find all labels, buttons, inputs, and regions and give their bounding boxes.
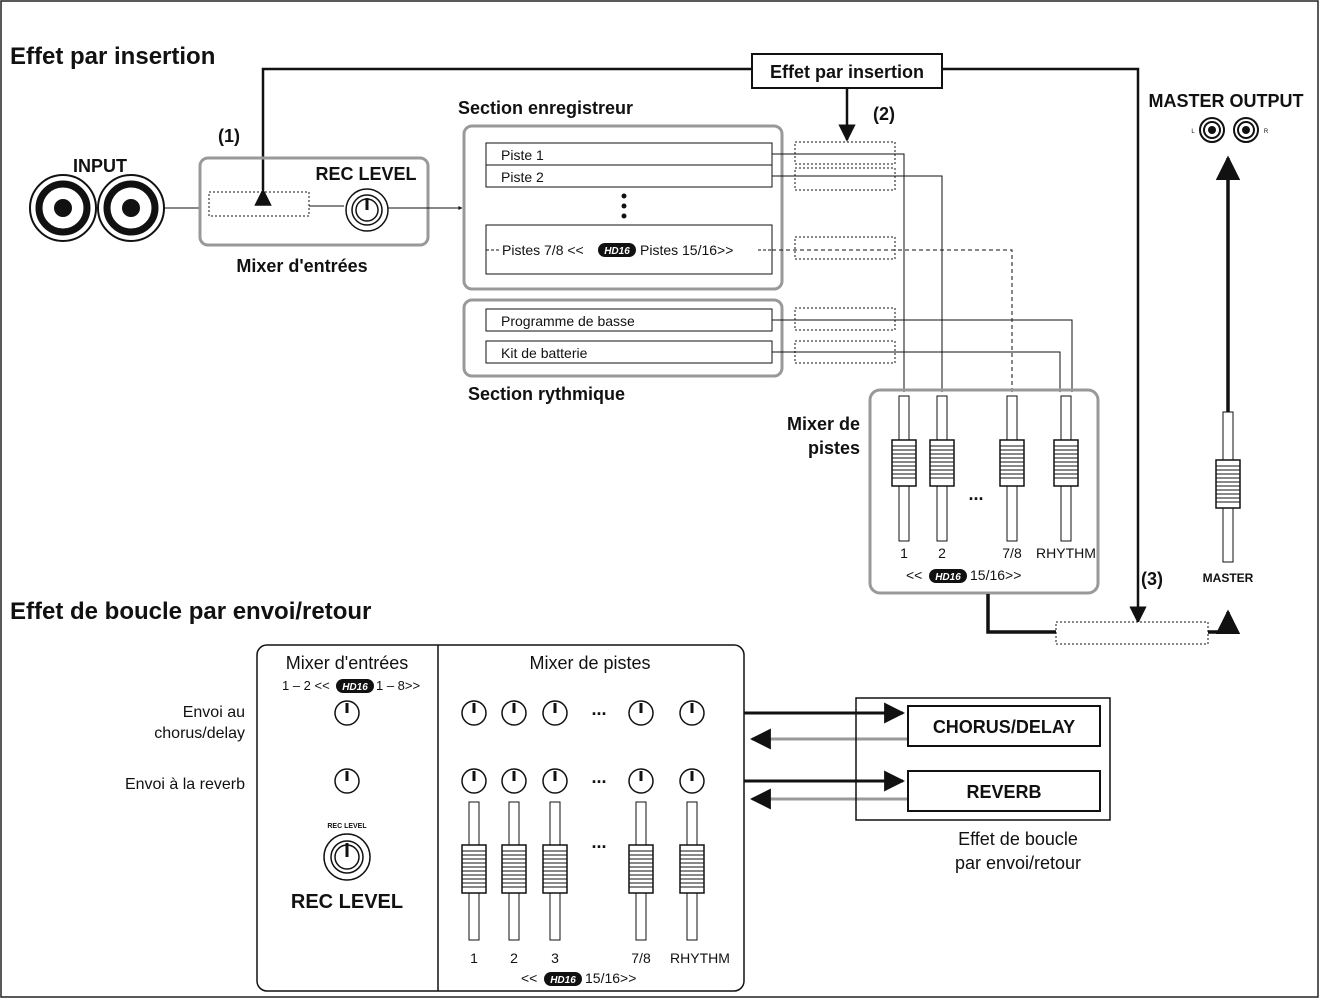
- master-insert-slot: [1055, 621, 1209, 645]
- hd16-badge-text: HD16: [604, 246, 630, 257]
- hd16-badge-text: HD16: [342, 682, 368, 693]
- rec-level-knob: [345, 188, 389, 232]
- fader-7-8-label: 7/8: [1002, 545, 1022, 561]
- fader-note-suffix: 15/16>>: [970, 567, 1021, 583]
- chorus-delay-label: CHORUS/DELAY: [933, 717, 1075, 737]
- track-mixer-box: [868, 388, 1100, 595]
- send-fader-ellipsis: ...: [591, 832, 606, 852]
- send-fader-2-label: 2: [510, 950, 518, 966]
- send-rec-level-knob[interactable]: [323, 833, 371, 881]
- output-jack-r: [1233, 117, 1259, 143]
- master-output-label: MASTER OUTPUT: [1149, 91, 1304, 111]
- send-fader-rhythm[interactable]: [679, 801, 705, 941]
- fader-2[interactable]: [929, 395, 955, 542]
- fader-1[interactable]: [891, 395, 917, 542]
- recorder-section-label: Section enregistreur: [458, 98, 633, 118]
- send-effects-box: [855, 697, 1111, 821]
- track-2-label: Piste 2: [501, 169, 544, 185]
- input-channels-prefix: 1 – 2 <<: [282, 678, 330, 693]
- send-rec-level-label: REC LEVEL: [291, 891, 403, 913]
- track-range-prefix: Pistes 7/8 <<: [502, 242, 584, 258]
- fader-note-prefix: <<: [906, 567, 922, 583]
- hd16-badge-text: HD16: [550, 975, 576, 986]
- hd16-badge: [598, 243, 636, 257]
- jack-r-label: R: [1264, 129, 1269, 135]
- input-mixer-label: Mixer d'entrées: [236, 256, 367, 276]
- input-channels-suffix: 1 – 8>>: [376, 678, 420, 693]
- input-jack-2: [97, 174, 165, 242]
- send-section-title: Effet de boucle par envoi/retour: [10, 598, 371, 625]
- reverb-send-knobs[interactable]: [461, 768, 705, 794]
- reverb-box: [907, 770, 1101, 812]
- track-routing-lines: [772, 153, 1074, 393]
- reverb-label: REVERB: [966, 782, 1041, 802]
- send-fader-rhythm-label: RHYTHM: [670, 950, 730, 966]
- fader-7-8[interactable]: [999, 395, 1025, 542]
- send-fader-note-prefix: <<: [521, 970, 537, 986]
- marker-2: (2): [873, 104, 895, 124]
- hd16-badge-text: HD16: [935, 572, 961, 583]
- input-mixer-box: [198, 156, 430, 247]
- reverb-knobs-ellipsis: ...: [591, 767, 606, 787]
- track-range-suffix: Pistes 15/16>>: [640, 242, 733, 258]
- fader-1-label: 1: [900, 545, 908, 561]
- recorder-section-box: [462, 124, 784, 291]
- insert-slots: [794, 141, 896, 364]
- jack-l-label: L: [1191, 129, 1195, 135]
- marker-3: (3): [1141, 569, 1163, 589]
- input-jack-1: [29, 174, 97, 242]
- output-jack-l: [1199, 117, 1225, 143]
- send-fader-note-suffix: 15/16>>: [585, 970, 636, 986]
- send-input-mixer-header: Mixer d'entrées: [286, 653, 408, 673]
- send-chorus-label-1: Envoi au: [183, 704, 245, 721]
- insert-route-to-input: [254, 67, 752, 206]
- track-mixer-label-1: Mixer de: [787, 414, 860, 434]
- hd16-badge: [336, 679, 374, 693]
- send-fader-7-8[interactable]: [628, 801, 654, 941]
- hd16-badge: [544, 972, 582, 986]
- hd16-badge: [929, 569, 967, 583]
- chorus-knobs-ellipsis: ...: [591, 699, 606, 719]
- effect-caption-1: Effet de boucle: [958, 829, 1078, 849]
- insert-effect-box: [751, 53, 943, 89]
- send-fader-2[interactable]: [501, 801, 527, 941]
- input-reverb-send-knob[interactable]: [334, 768, 360, 794]
- send-fader-1-label: 1: [470, 950, 478, 966]
- master-label: MASTER: [1203, 571, 1254, 585]
- send-fader-3-label: 3: [551, 950, 559, 966]
- chorus-send-knobs[interactable]: [461, 700, 705, 726]
- track-mixer-label-2: pistes: [808, 438, 860, 458]
- rec-level-label: REC LEVEL: [315, 164, 416, 184]
- input-insert-slot: [208, 191, 310, 217]
- fader-ellipsis: ...: [968, 484, 983, 504]
- send-fader-1[interactable]: [461, 801, 487, 941]
- marker-1: (1): [218, 126, 240, 146]
- vertical-dots: [621, 193, 627, 219]
- effect-caption-2: par envoi/retour: [955, 853, 1081, 873]
- send-mixer-panel: [256, 644, 745, 992]
- insert-section-title: Effet par insertion: [10, 43, 215, 70]
- master-fader[interactable]: [1215, 411, 1241, 563]
- drum-kit-label: Kit de batterie: [501, 345, 588, 361]
- rec-level-small-label: REC LEVEL: [327, 823, 367, 830]
- insert-effect-box-label: Effet par insertion: [770, 62, 924, 82]
- send-chorus-label-2: chorus/delay: [154, 725, 245, 742]
- fader-rhythm-label: RHYTHM: [1036, 545, 1096, 561]
- input-chorus-send-knob[interactable]: [334, 700, 360, 726]
- input-label: INPUT: [73, 156, 127, 176]
- bass-program-label: Programme de basse: [501, 313, 635, 329]
- rhythm-section-box: [462, 298, 784, 378]
- send-track-mixer-header: Mixer de pistes: [529, 653, 650, 673]
- send-reverb-label: Envoi à la reverb: [125, 776, 245, 793]
- fader-2-label: 2: [938, 545, 946, 561]
- insert-route-to-master: [942, 67, 1147, 624]
- fader-rhythm[interactable]: [1053, 395, 1079, 542]
- send-fader-7-8-label: 7/8: [631, 950, 651, 966]
- send-fader-3[interactable]: [542, 801, 568, 941]
- rhythm-section-label: Section rythmique: [468, 384, 625, 404]
- track-1-label: Piste 1: [501, 147, 544, 163]
- chorus-delay-box: [907, 705, 1101, 747]
